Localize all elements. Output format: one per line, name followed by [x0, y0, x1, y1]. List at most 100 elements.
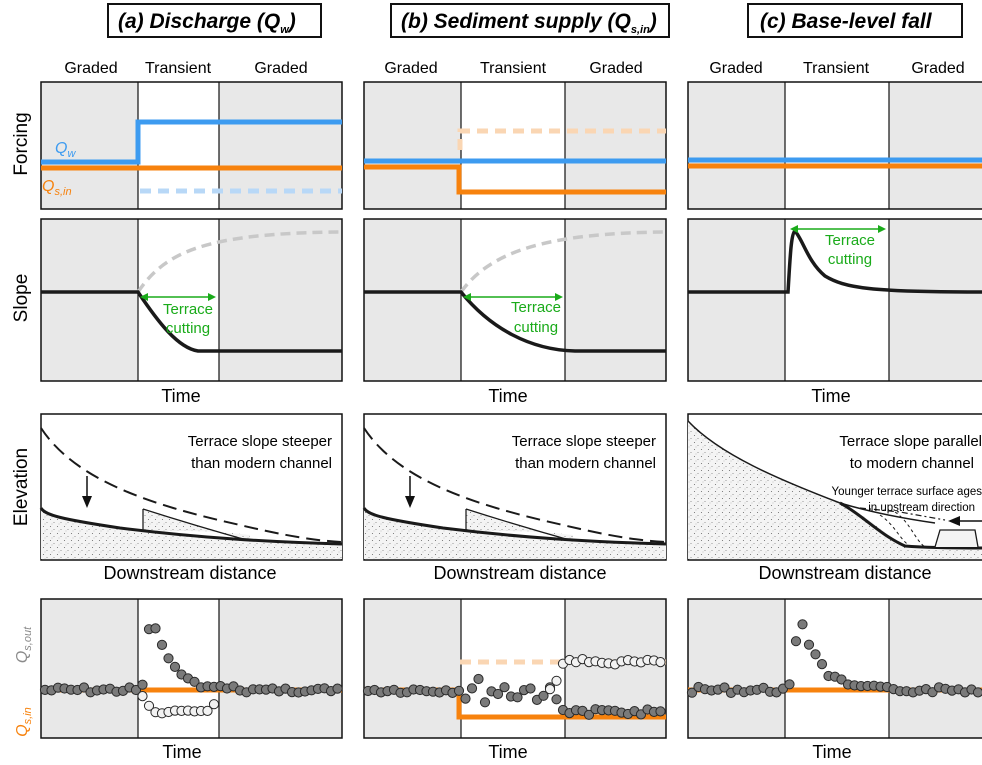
down-arrow-icon — [82, 496, 92, 508]
svg-text:Transient: Transient — [145, 60, 212, 77]
svg-text:Graded: Graded — [911, 60, 964, 77]
svg-text:Terrace slope steeper: Terrace slope steeper — [512, 433, 656, 450]
modern-channel — [39, 507, 343, 546]
forcing-panel-a: Qw Qs,in — [40, 81, 343, 210]
qsout-dot — [499, 682, 510, 693]
qsout-dot — [156, 639, 168, 651]
old-profile — [363, 427, 667, 543]
qsout-dot — [460, 693, 471, 704]
svg-text:Terrace slope steeper: Terrace slope steeper — [188, 433, 332, 450]
terrace-cutting-label: cutting — [828, 251, 872, 268]
modern-channel-fill — [41, 508, 342, 559]
qsout-dot — [538, 690, 549, 701]
column-title-c: (c) Base-level fall — [747, 3, 963, 38]
qsout-dot — [130, 684, 142, 696]
x-axis-label-distance: Downstream distance — [103, 563, 276, 583]
output-panel-c — [686, 598, 982, 739]
qsout-ghost-dot — [143, 700, 155, 711]
x-axis-label-time: Time — [488, 386, 527, 406]
qs-label: Qs,in — [42, 178, 72, 198]
qsout-dot — [473, 673, 484, 685]
qsout-dot — [453, 685, 465, 696]
row-label-forcing: Forcing — [11, 112, 32, 175]
slope-ghost-curve — [136, 230, 343, 293]
qsout-dot — [797, 619, 808, 630]
left-arrow-icon — [948, 516, 960, 526]
qsout-ghost-dot — [544, 684, 556, 695]
qsout-dot — [816, 659, 828, 670]
old-profile — [687, 420, 936, 524]
svg-text:Graded: Graded — [589, 60, 642, 77]
svg-text:Terrace slope parallel: Terrace slope parallel — [839, 433, 982, 450]
qs-ghost-line — [457, 128, 666, 150]
younger-terrace — [934, 529, 979, 548]
row-label-slope: Slope — [11, 274, 32, 323]
old-profile — [40, 427, 343, 543]
svg-text:Graded: Graded — [709, 60, 762, 77]
qsout-dot — [169, 661, 181, 673]
qsout-dot — [810, 649, 821, 660]
down-arrow-icon — [405, 496, 415, 508]
qsout-dot — [790, 636, 802, 647]
elevation-panel-a: Terrace slope steeper than modern channe… — [39, 413, 343, 561]
qsout-dot — [466, 683, 478, 694]
output-panel-b — [362, 598, 667, 739]
qsout-dot — [784, 679, 795, 690]
slope-panel-a: Terrace cutting — [40, 218, 343, 382]
forcing-panel-c — [687, 81, 982, 210]
terrace-cutting-label: cutting — [166, 320, 210, 337]
terrace-cutting-label: Terrace — [511, 299, 561, 316]
svg-text:Graded: Graded — [384, 60, 437, 77]
svg-text:Younger terrace surface ages: Younger terrace surface ages — [832, 486, 982, 498]
forcing-panel-b — [363, 81, 667, 210]
x-axis-label-time: Time — [162, 742, 201, 762]
terrace-cutting-label: Terrace — [163, 301, 213, 318]
slope-curve — [41, 290, 342, 353]
output-panel-a — [39, 598, 343, 739]
qsout-dot — [163, 653, 174, 664]
svg-text:in upstream direction: in upstream direction — [868, 502, 975, 514]
qsout-ghost-dot — [208, 699, 220, 710]
slope-ghost-curve — [459, 230, 667, 294]
qsout-dot — [479, 697, 491, 708]
qsout-dot — [719, 682, 730, 693]
svg-text:(c) Base-level fall: (c) Base-level fall — [760, 10, 933, 33]
x-axis-label-time: Time — [812, 742, 851, 762]
qsout-dot — [137, 679, 148, 690]
svg-text:Graded: Graded — [64, 60, 117, 77]
svg-text:than modern channel: than modern channel — [515, 455, 656, 472]
qsout-ghost-dot — [551, 675, 562, 686]
elevation-panel-b: Terrace slope steeper than modern channe… — [362, 413, 667, 561]
x-axis-label-distance: Downstream distance — [433, 563, 606, 583]
qs-line — [364, 164, 666, 195]
terrace-cutting-label: Terrace — [825, 232, 875, 249]
svg-text:Transient: Transient — [480, 60, 547, 77]
modern-channel — [839, 501, 982, 550]
phase-labels: Graded Transient Graded Graded Transient… — [64, 60, 964, 77]
x-axis-label-time: Time — [811, 386, 850, 406]
modern-channel — [362, 507, 667, 546]
svg-text:Transient: Transient — [803, 60, 870, 77]
svg-text:(b) Sediment supply (Qs,in): (b) Sediment supply (Qs,in) — [401, 10, 657, 36]
terrace-fill — [688, 421, 982, 559]
qsout-dot — [686, 687, 698, 698]
svg-text:than modern channel: than modern channel — [191, 455, 332, 472]
qsout-dot — [332, 683, 343, 694]
x-axis-label-distance: Downstream distance — [758, 563, 931, 583]
slope-curve — [688, 228, 982, 294]
qsout-dot — [525, 683, 536, 694]
qsout-dot — [150, 623, 161, 634]
qsout-dot — [551, 694, 562, 705]
modern-channel-fill — [364, 508, 666, 559]
qsin-label: Qs,in — [14, 707, 34, 737]
slope-panel-b: Terrace cutting — [363, 218, 667, 382]
qw-label: Qw — [55, 140, 76, 160]
svg-text:(a) Discharge (Qw): (a) Discharge (Qw) — [118, 10, 296, 36]
x-axis-label-time: Time — [161, 386, 200, 406]
svg-text:to modern channel: to modern channel — [850, 455, 974, 472]
slope-panel-c: Terrace cutting — [687, 218, 982, 382]
row-label-elevation: Elevation — [11, 448, 32, 526]
qsout-label: Qs,out — [14, 626, 34, 663]
qsout-dot — [512, 692, 523, 703]
